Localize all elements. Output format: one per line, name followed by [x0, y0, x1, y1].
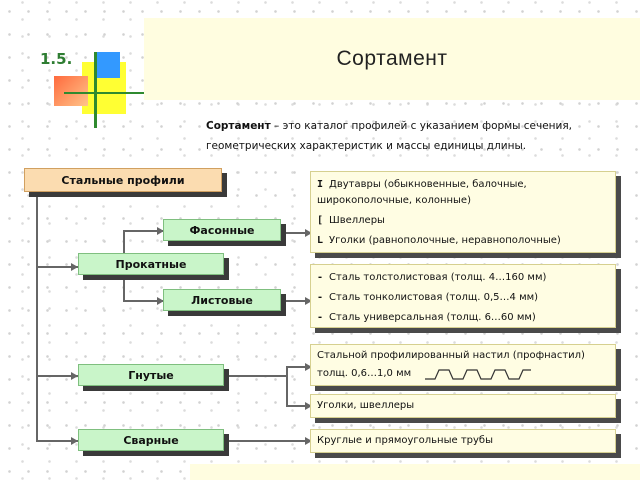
- logo-vertical-line: [94, 52, 97, 128]
- sheet-item-thin: -Сталь тонколистовая (толщ. 0,5…4 мм): [317, 292, 539, 303]
- bent-decking-description: Стальной профилированный настил (профнас…: [310, 344, 616, 386]
- branch-sheet: [123, 300, 163, 302]
- welded-tubes: Круглые и прямоугольные трубы: [317, 435, 493, 446]
- arrow-sheet: [157, 297, 164, 305]
- channel-icon: [: [317, 215, 324, 226]
- bent-angles-description: Уголки, швеллеры: [310, 394, 616, 418]
- category-bent: Гнутые: [78, 364, 224, 386]
- category-welded: Сварные: [78, 429, 224, 451]
- shaped-item-ibeam-cont: широкополочные, колонные): [317, 195, 471, 206]
- corrugated-profile-icon: [425, 369, 532, 380]
- arrow-bent: [71, 372, 78, 380]
- intro-definition-text: – это каталог профилей с указанием формы…: [270, 120, 573, 132]
- title-bar: [144, 18, 640, 100]
- branch-welded: [36, 440, 78, 442]
- decking-line-2: толщ. 0,6…1,0 мм: [317, 364, 609, 384]
- bent-fork-bottom: [286, 405, 310, 407]
- arrow-sheet-desc: [305, 297, 312, 305]
- arrow-shaped-desc: [305, 229, 312, 237]
- section-number: 1.5.: [40, 50, 73, 68]
- intro-definition-cont: геометрических характеристик и массы еди…: [206, 140, 527, 152]
- branch-rolled: [36, 266, 78, 268]
- arrow-welded: [71, 437, 78, 445]
- root-node-steel-profiles: Стальные профили: [24, 168, 222, 192]
- logo-blue-square: [94, 52, 120, 78]
- decking-line-1: Стальной профилированный настил (профнас…: [317, 350, 585, 361]
- sheet-item-thick: -Сталь толстолистовая (толщ. 4…160 мм): [317, 272, 547, 283]
- arrow-bent-decking: [305, 363, 312, 371]
- trunk-line: [36, 193, 38, 441]
- logo-horizontal-line: [64, 92, 144, 94]
- bent-to-fork: [224, 375, 286, 377]
- logo-red-square: [54, 76, 88, 106]
- sheet-item-universal: -Сталь универсальная (толщ. 6…60 мм): [317, 312, 536, 323]
- angle-icon: L: [317, 235, 324, 246]
- shaped-item-channel: [Швеллеры: [317, 215, 385, 226]
- category-rolled: Прокатные: [78, 253, 224, 275]
- angles-channels: Уголки, швеллеры: [317, 400, 415, 411]
- category-sheet: Листовые: [163, 289, 281, 311]
- arrow-bent-angles: [305, 402, 312, 410]
- welded-description: Круглые и прямоугольные трубы: [310, 429, 616, 453]
- category-shaped: Фасонные: [163, 219, 281, 241]
- ibeam-icon: I: [317, 179, 324, 190]
- bent-fork-top: [286, 366, 310, 368]
- arrow-rolled: [71, 263, 78, 271]
- arrow-shaped: [157, 227, 164, 235]
- intro-term: Сортамент: [206, 120, 271, 132]
- branch-shaped: [123, 230, 163, 232]
- sheet-to-desc: [281, 300, 309, 302]
- page-title: Сортамент: [336, 47, 448, 70]
- intro-definition: Сортамент – это каталог профилей с указа…: [206, 116, 626, 156]
- branch-bent: [36, 375, 78, 377]
- sheet-description: -Сталь толстолистовая (толщ. 4…160 мм) -…: [310, 264, 616, 328]
- arrow-welded-desc: [305, 437, 312, 445]
- welded-to-desc: [224, 440, 310, 442]
- bent-fork-vertical: [286, 366, 288, 407]
- shaped-to-desc: [281, 232, 309, 234]
- footer-bar: [190, 464, 640, 480]
